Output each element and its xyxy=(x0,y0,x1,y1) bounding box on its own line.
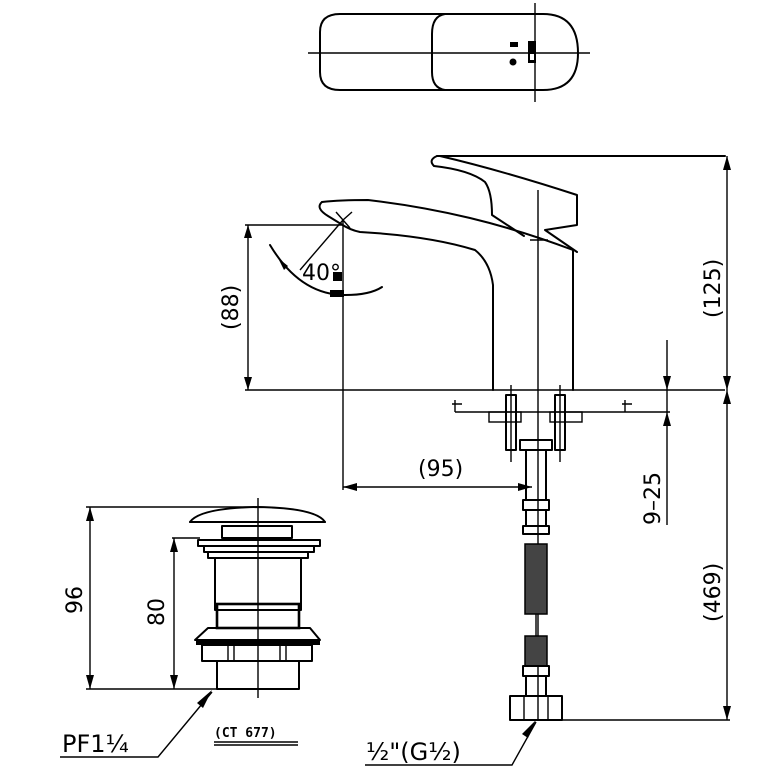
labels: PF1¼ (CT 677) ½"(G½) xyxy=(60,690,537,766)
faucet-front-view: 40° xyxy=(245,155,726,721)
drain-model-label: (CT 677) xyxy=(214,726,277,741)
overall-height-dimension: (125) xyxy=(701,259,726,318)
pop-up-drain xyxy=(189,498,326,698)
spout-height-dimension: (88) xyxy=(219,285,244,330)
spout-reach-dimension: (95) xyxy=(418,457,463,482)
drain-body-height-dimension: 80 xyxy=(145,598,170,626)
faucet-top-view xyxy=(308,3,590,102)
hose-thread-label: ½"(G½) xyxy=(366,738,461,766)
deck-thickness-dimension: 9–25 xyxy=(641,472,666,525)
drain-total-height-dimension: 96 xyxy=(63,586,88,614)
drain-thread-label: PF1¼ xyxy=(62,730,129,758)
faucet-dimensions: (88) (125) (95) 9–25 (469) xyxy=(219,156,731,721)
hose-length-dimension: (469) xyxy=(701,563,726,622)
angle-dimension: 40° xyxy=(302,261,341,286)
drain-dimensions: 96 80 xyxy=(63,506,258,690)
